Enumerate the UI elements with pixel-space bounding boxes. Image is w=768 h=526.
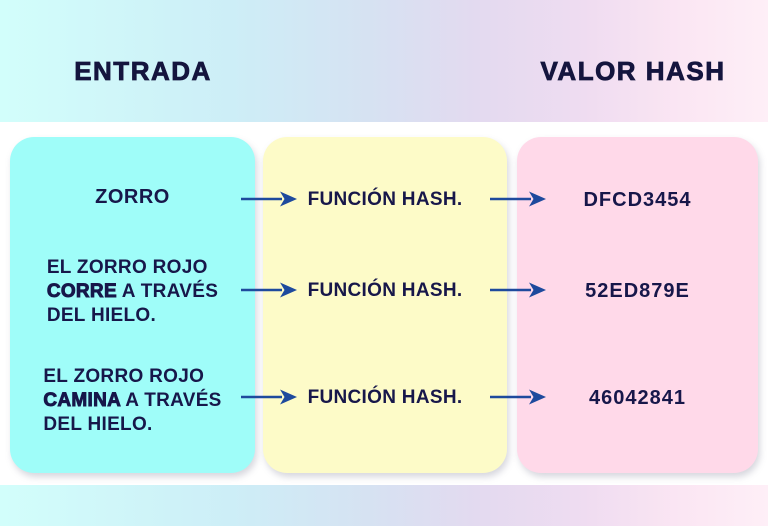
input-2-line2-rest: A TRAVÉS <box>116 281 219 302</box>
input-3-line3: DEL HIELO. <box>43 414 153 435</box>
input-2-line3: DEL HIELO. <box>46 305 157 326</box>
footer-band <box>0 485 768 526</box>
arrow-right-icon <box>490 191 546 207</box>
hash-function-label-1: FUNCIÓN HASH. <box>307 189 463 210</box>
input-3-emphasis: CAMINA <box>43 390 121 412</box>
hash-value-3: 46042841 <box>589 387 686 409</box>
arrow-right-icon <box>241 389 297 405</box>
hash-value-1: DFCD3454 <box>583 189 692 211</box>
header-band: ENTRADA VALOR HASH <box>0 0 768 122</box>
arrow-right-icon <box>241 191 297 207</box>
input-column-header: ENTRADA <box>74 56 212 87</box>
hash-function-label-2: FUNCIÓN HASH. <box>307 280 463 301</box>
hash-value-column-header: VALOR HASH <box>540 56 726 87</box>
hash-function-panel <box>263 137 507 473</box>
input-text-2: EL ZORRO ROJO CORRE A TRAVÉS DEL HIELO. <box>10 256 255 328</box>
arrow-right-icon <box>241 282 297 298</box>
arrow-right-icon <box>490 282 546 298</box>
input-3-line2-rest: A TRAVÉS <box>120 390 222 411</box>
input-text-3: EL ZORRO ROJO CAMINA A TRAVÉS DEL HIELO. <box>10 365 255 437</box>
input-3-line1: EL ZORRO ROJO <box>43 366 205 387</box>
input-panel <box>10 137 255 473</box>
hash-function-label-3: FUNCIÓN HASH. <box>307 387 463 408</box>
input-2-line1: EL ZORRO ROJO <box>46 257 208 278</box>
input-2-emphasis: CORRE <box>46 281 117 303</box>
arrow-right-icon <box>490 389 546 405</box>
input-text-1: ZORRO <box>95 186 170 208</box>
hash-value-2: 52ED879E <box>585 280 690 302</box>
hash-value-panel <box>517 137 758 473</box>
